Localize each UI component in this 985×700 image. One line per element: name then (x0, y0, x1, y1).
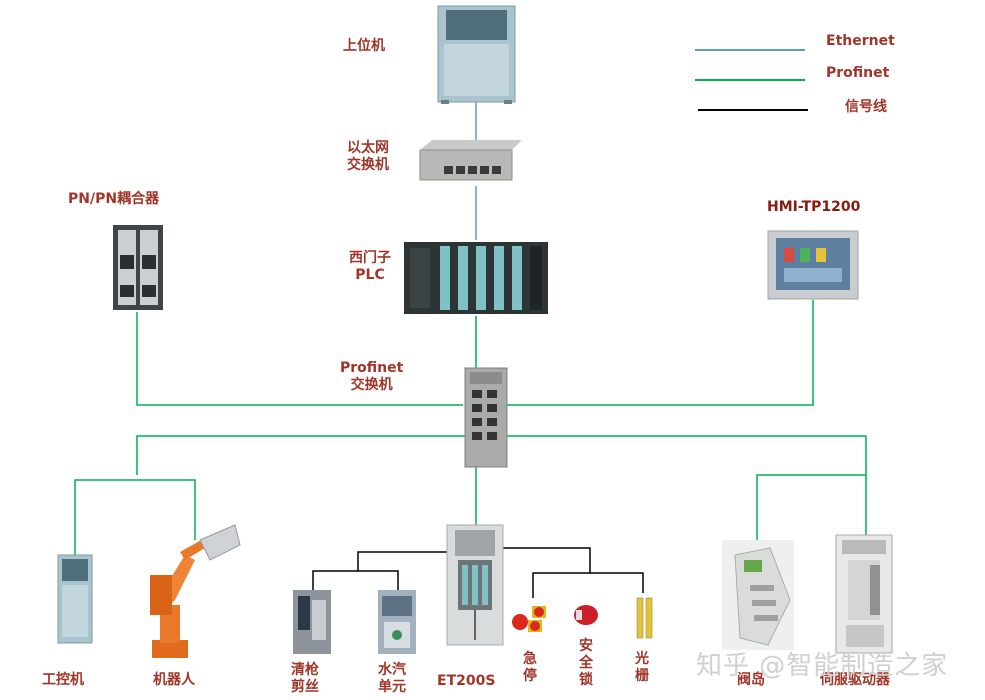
emergency-stop-label-line2: 停 (523, 668, 537, 684)
ethernet-switch-label-line2: 交换机 (347, 157, 389, 173)
light-curtain-label-line1: 光 (635, 651, 649, 667)
plc-device (404, 242, 548, 314)
water-gas-label: 水汽 单元 (378, 662, 406, 696)
legend (695, 49, 808, 111)
light-curtain-device (636, 597, 653, 639)
ethernet-switch-device (419, 140, 522, 181)
ethernet-switch-label-line1: 以太网 (347, 140, 389, 156)
torch-clean-label: 清枪 剪丝 (291, 662, 319, 696)
water-gas-label-line2: 单元 (378, 679, 406, 695)
torch-clean-label-line1: 清枪 (291, 662, 319, 678)
robot-label: 机器人 (153, 672, 195, 688)
profinet-switch-label-line1: Profinet (340, 360, 404, 376)
emergency-stop-label-line1: 急 (523, 651, 537, 667)
hmi-device (767, 230, 859, 300)
plc-label: 西门子 PLC (349, 250, 391, 284)
emergency-stop-label: 急 停 (523, 651, 537, 685)
pn-pn-coupler-device (113, 225, 163, 310)
host-pc-label: 上位机 (343, 38, 385, 54)
water-gas-unit-device (378, 590, 416, 654)
et200s-device (446, 524, 504, 646)
hmi-label: HMI-TP1200 (767, 199, 861, 215)
torch-clean-device (293, 590, 331, 654)
industrial-pc-device (57, 554, 93, 644)
light-curtain-label: 光 栅 (635, 651, 649, 685)
watermark: 知乎 @智能制造之家 (696, 651, 949, 681)
servo-drive-label: 伺服驱动器 (820, 672, 890, 688)
light-curtain-label-line2: 栅 (635, 668, 649, 684)
safety-lock-label-line3: 锁 (579, 672, 593, 688)
safety-lock-label-line1: 安 (579, 638, 593, 654)
safety-lock-label-line2: 全 (579, 655, 593, 671)
profinet-switch-device (464, 367, 508, 468)
plc-label-line1: 西门子 (349, 250, 391, 266)
valve-island-device (722, 540, 794, 650)
ethernet-switch-label: 以太网 交换机 (347, 140, 389, 174)
valve-island-label: 阀岛 (737, 672, 765, 688)
servo-drive-device (835, 534, 893, 654)
plc-label-line2: PLC (355, 267, 385, 283)
legend-signal-label: 信号线 (845, 99, 887, 115)
signal-links (312, 547, 644, 598)
host-pc-device (437, 5, 516, 104)
legend-profinet-label: Profinet (826, 65, 890, 81)
profinet-switch-label: Profinet 交换机 (340, 360, 403, 394)
industrial-pc-label: 工控机 (42, 672, 84, 688)
safety-lock-device (574, 605, 598, 625)
legend-ethernet-label: Ethernet (826, 33, 895, 49)
robot-device (150, 524, 241, 658)
emergency-stop-device (512, 606, 546, 632)
torch-clean-label-line2: 剪丝 (291, 679, 319, 695)
water-gas-label-line1: 水汽 (378, 662, 406, 678)
safety-lock-label: 安 全 锁 (579, 638, 593, 689)
pn-pn-coupler-label: PN/PN耦合器 (68, 191, 160, 207)
et200s-label: ET200S (437, 673, 496, 689)
profinet-switch-label-line2: 交换机 (350, 377, 393, 393)
